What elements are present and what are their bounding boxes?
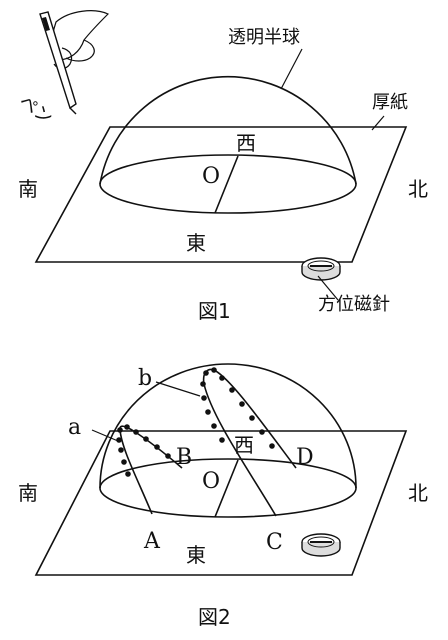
label-north-1: 北	[408, 177, 428, 201]
label-hemisphere: 透明半球	[228, 27, 300, 48]
label-pen: ペン	[15, 91, 57, 129]
leader-a	[91, 429, 119, 442]
label-path-b: b	[138, 366, 152, 391]
leader-cardboard	[371, 115, 385, 131]
label-north-2: 北	[408, 481, 428, 505]
label-south-2: 南	[18, 481, 38, 505]
label-compass: 方位磁針	[318, 294, 390, 315]
sun-path-a-dots	[116, 424, 171, 477]
dot	[249, 415, 255, 421]
dot	[143, 436, 149, 442]
label-center-1: O	[202, 164, 220, 189]
sun-path-b-dots	[200, 367, 275, 449]
dot	[124, 424, 130, 430]
east-west-line-2	[214, 459, 239, 518]
compass-icon-2	[301, 533, 341, 557]
dot	[203, 370, 209, 376]
figure-2: a b A B C D O 西 東 南 北 図2	[18, 363, 428, 629]
dot	[239, 401, 245, 407]
figure-1: 透明半球 厚紙 ペン 方位磁針 O 西 東 南 北 図1	[15, 10, 428, 323]
dot	[211, 367, 217, 373]
label-east-2: 東	[186, 543, 206, 567]
compass-icon	[301, 257, 341, 281]
dot	[205, 409, 211, 415]
dot	[219, 437, 225, 443]
leader-compass	[317, 275, 339, 301]
dot	[165, 453, 171, 459]
cardboard-1	[34, 126, 408, 263]
dot	[117, 427, 123, 433]
label-point-A: A	[143, 529, 161, 554]
label-west-1: 西	[236, 131, 256, 155]
hand-pen-icon	[39, 10, 110, 115]
label-point-D: D	[296, 445, 314, 470]
label-center-2: O	[202, 469, 220, 494]
label-east-1: 東	[186, 231, 206, 255]
hemisphere-dome-1	[99, 75, 357, 185]
label-west-2: 西	[234, 433, 254, 457]
label-path-a: a	[68, 415, 81, 440]
label-south-1: 南	[18, 177, 38, 201]
hemisphere-base-1	[99, 154, 357, 214]
dot	[121, 459, 127, 465]
dot	[219, 375, 225, 381]
dot	[154, 444, 160, 450]
label-point-B: B	[176, 445, 192, 470]
dot	[269, 443, 275, 449]
east-west-line-1	[214, 155, 239, 214]
hemisphere-base-2	[99, 458, 357, 518]
dot	[118, 447, 124, 453]
label-cardboard: 厚紙	[372, 92, 408, 113]
dot	[133, 429, 139, 435]
dot	[211, 423, 217, 429]
caption-figure-2: 図2	[198, 605, 231, 629]
dot	[229, 387, 235, 393]
dot	[125, 471, 131, 477]
leader-hemisphere	[280, 48, 303, 90]
dot	[201, 395, 207, 401]
dot	[200, 381, 206, 387]
caption-figure-1: 図1	[198, 299, 231, 323]
label-point-C: C	[266, 530, 283, 555]
dot	[259, 429, 265, 435]
hemisphere-dome-2	[99, 363, 357, 489]
leader-b	[155, 381, 201, 397]
